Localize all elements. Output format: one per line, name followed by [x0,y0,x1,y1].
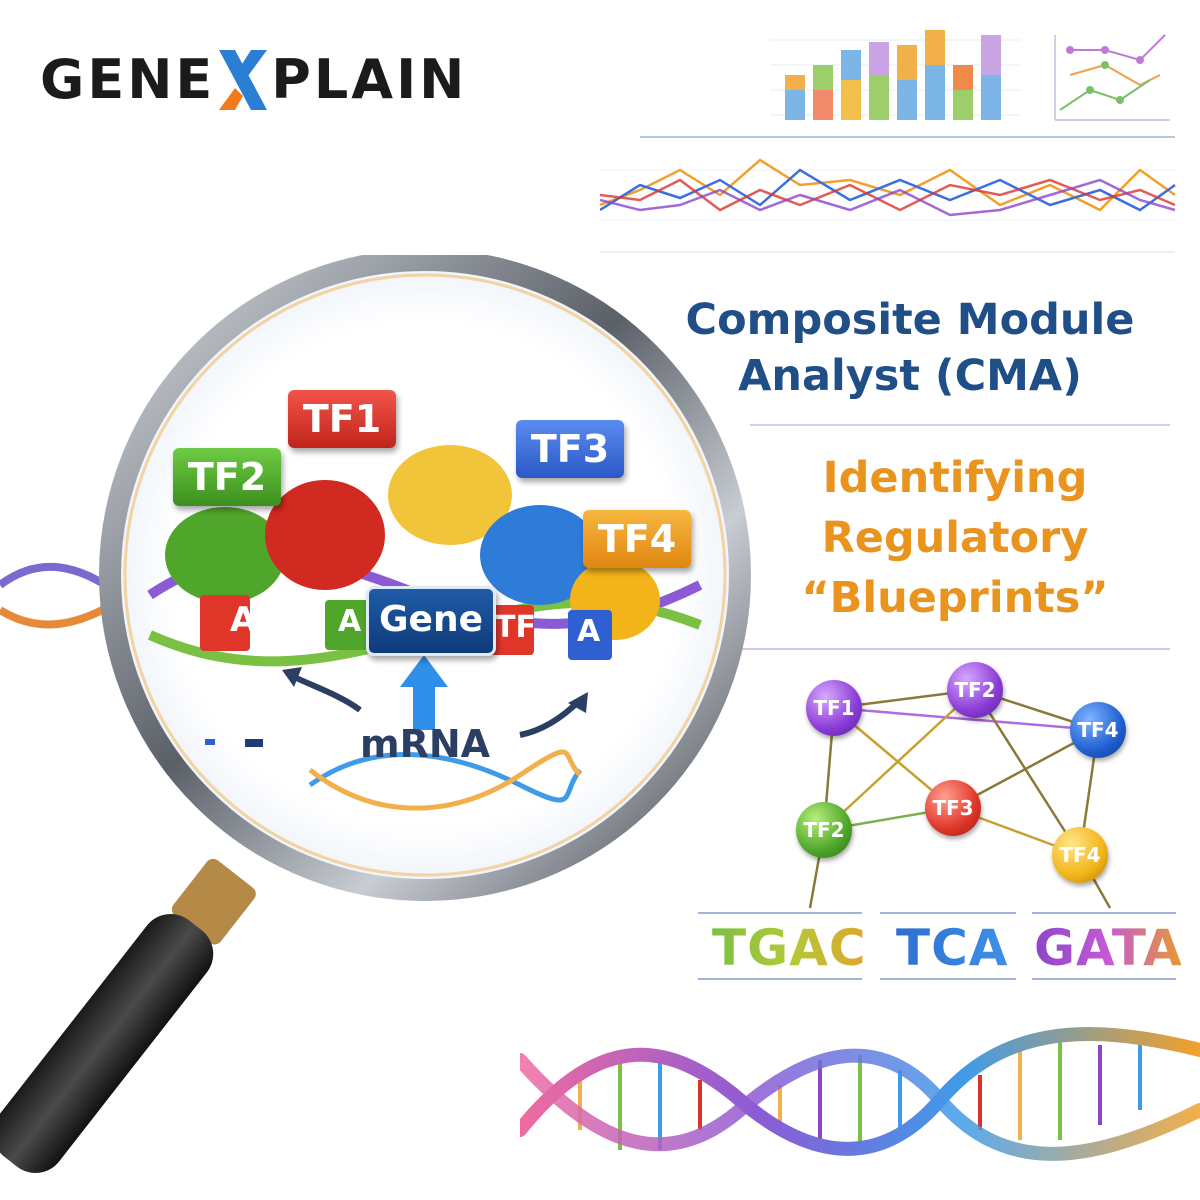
decorative-line-chart [600,158,1176,221]
logo-word-gene: GENE [40,48,216,111]
subtitle-line-3: “Blueprints” [801,573,1109,623]
base-letter: TF [495,610,536,645]
network-node-tf4: TF4 [1052,827,1108,883]
tf-label-tf3: TF3 [516,420,624,478]
network-node-tf1: TF1 [806,680,862,736]
decorative-bar-chart [785,30,1001,120]
motif-tca: TCA [896,919,1009,977]
divider [750,424,1170,426]
network-node-tf2: TF2 [796,802,852,858]
mrna-label: mRNA [360,722,491,766]
tf-label-tf1: TF1 [288,390,396,448]
decorative-network-plot [1054,34,1170,121]
magnifying-glass-icon [0,255,751,1173]
motif-underline [698,912,862,914]
network-node-tf4: TF4 [1070,702,1126,758]
page-subtitle: Identifying Regulatory “Blueprints” [720,448,1190,628]
genexplain-logo: GENE PLAIN [40,50,467,110]
logo-x-mark-icon [219,50,268,110]
motif-underline [880,978,1016,980]
subtitle-line-2: Regulatory [821,513,1089,563]
gene-label: Gene [366,586,496,656]
logo-word-plain: PLAIN [271,48,468,111]
dna-helix-illustration [520,1027,1200,1161]
title-line-2: Analyst (CMA) [738,351,1082,401]
divider [700,648,1170,650]
base-letter: A [230,600,257,640]
title-line-1: Composite Module [685,295,1135,345]
motif-tgac: TGAC [712,919,867,977]
page-title: Composite Module Analyst (CMA) [640,292,1180,404]
subtitle-line-1: Identifying [822,453,1088,503]
base-letter: A [338,604,362,639]
handle-collar [171,858,256,945]
base-letter: A [577,614,601,649]
motif-underline [1032,978,1176,980]
motif-underline [880,912,1016,914]
tf-label-tf4: TF4 [583,510,691,568]
motif-gata: GATA [1034,919,1183,977]
decorative-charts [600,30,1176,253]
network-node-tf3: TF3 [925,780,981,836]
tf-label-tf2: TF2 [173,448,281,506]
motif-underline [1032,912,1176,914]
motif-underline [698,978,862,980]
handle [0,914,214,1173]
network-node-tf2: TF2 [947,662,1003,718]
